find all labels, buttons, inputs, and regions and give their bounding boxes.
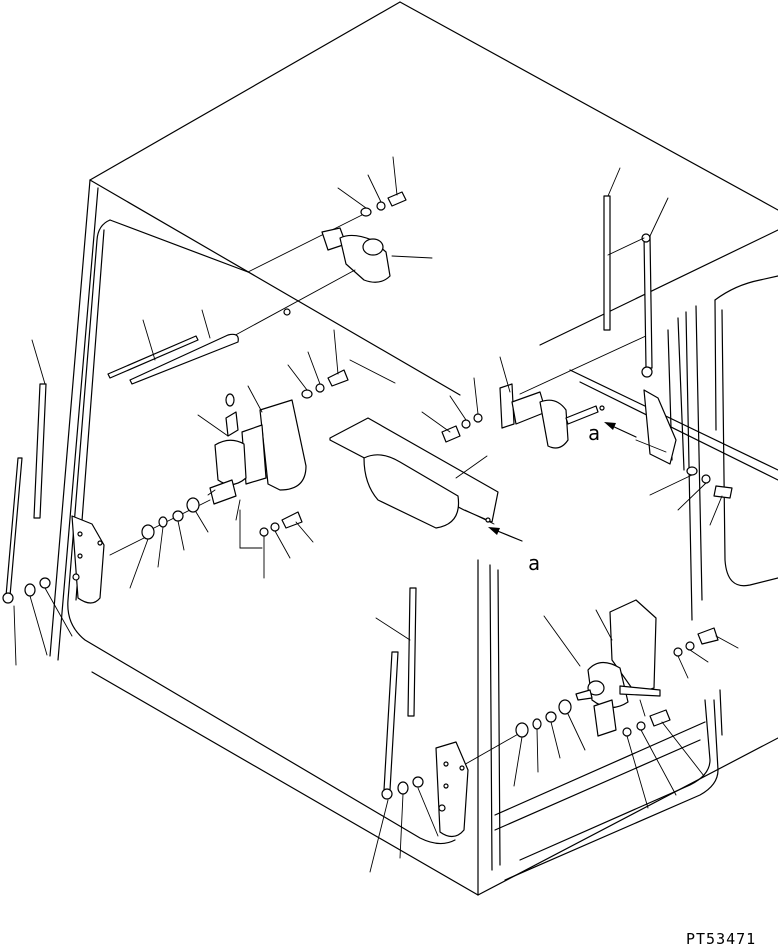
left-pillar-wiper (2, 339, 105, 666)
view-callout-a-center: a (528, 551, 540, 575)
center-cover-bracket: a (329, 417, 540, 575)
figure-code: PT53471 (686, 930, 756, 946)
front-wiper-arm-blade (107, 309, 239, 385)
right-upper-motor: a (421, 334, 733, 526)
lower-right-motor (454, 599, 739, 809)
front-lower-wiper-motor (109, 329, 396, 589)
view-callout-a-right: a (588, 421, 600, 445)
cab-outline (49, 1, 778, 896)
top-wiper-motor-assembly (229, 156, 433, 339)
right-upper-wiper-blade (603, 167, 669, 378)
lower-center-wiper (369, 587, 469, 873)
